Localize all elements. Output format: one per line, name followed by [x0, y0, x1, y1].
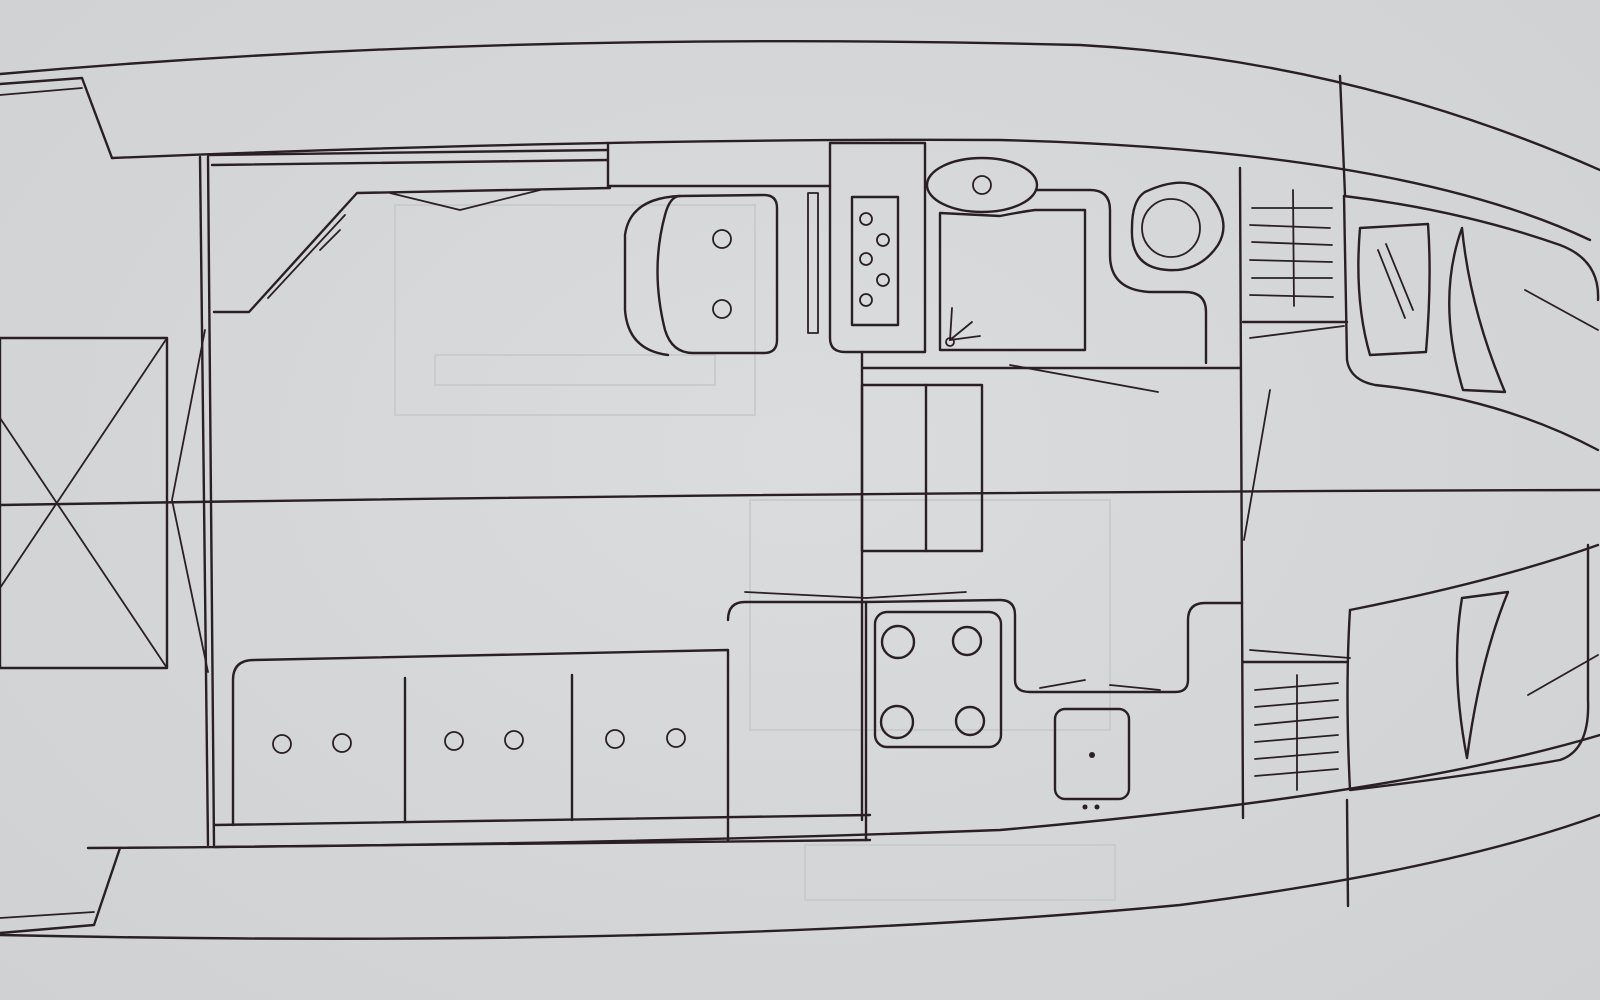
aft-hatch: [0, 336, 169, 670]
dinette-table: [860, 366, 984, 822]
centerline: [0, 488, 1600, 507]
aft-double-berth: [212, 186, 612, 314]
aft-step-bottom: [0, 846, 122, 935]
deck-inner-bottom: [86, 733, 1600, 850]
deck-inner-top: [110, 138, 1592, 242]
saloon-settee: [231, 648, 730, 842]
aft-step-top-inner: [0, 87, 83, 96]
forward-bulkhead-top: [1338, 74, 1347, 197]
v-berth-port: [1346, 543, 1600, 792]
forward-bulkhead: [1238, 166, 1271, 820]
aft-seat-top: [623, 192, 819, 357]
aft-bulkhead: [171, 141, 872, 849]
background-ghosting: [394, 204, 1116, 901]
head-toilet: [1130, 181, 1225, 272]
shower-tray: [938, 208, 1087, 352]
aft-step-bottom-inner: [0, 911, 95, 919]
dinette-seat: [726, 591, 967, 842]
galley-sink: [1053, 707, 1131, 801]
head-washbasin: [925, 156, 1039, 214]
hull-outer-bottom: [0, 813, 1600, 940]
forward-bulkhead-bottom: [1345, 798, 1350, 908]
saloon-cupboard: [828, 141, 927, 354]
head-compartment: [860, 156, 1242, 393]
aft-step-top: [0, 76, 114, 160]
galley: [864, 598, 1244, 810]
v-berth-starboard: [1342, 194, 1600, 452]
forward-lockers: [1241, 189, 1351, 791]
hull-outer-top: [0, 39, 1600, 172]
galley-hob: [873, 610, 1003, 749]
